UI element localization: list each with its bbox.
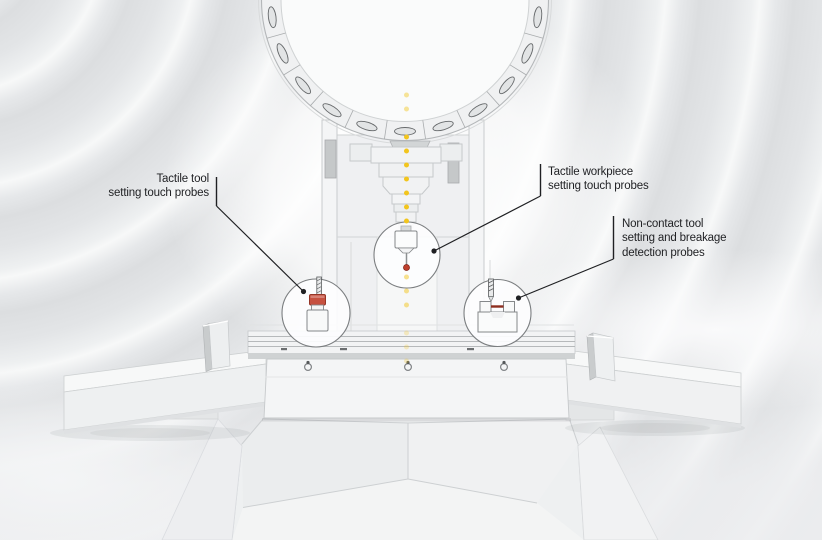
carousel-bracket-right bbox=[447, 142, 460, 184]
label-line: Tactile workpiece bbox=[548, 166, 634, 178]
label-line: setting and breakage bbox=[622, 232, 727, 245]
spindle-head bbox=[349, 143, 463, 229]
carousel-segment-lines bbox=[266, 32, 544, 140]
table-apron bbox=[263, 358, 570, 419]
carousel-bracket-left bbox=[324, 139, 337, 179]
label-non-contact-tool-setting: Non-contact tool setting and breakage de… bbox=[622, 217, 792, 260]
machine-table bbox=[247, 330, 576, 419]
callout-laser-probe bbox=[463, 278, 532, 348]
leader-line-workpiece bbox=[433, 195, 541, 252]
label-line: setting touch probes bbox=[108, 187, 209, 200]
leader-dots bbox=[300, 248, 522, 301]
callout-tool-setting-probe bbox=[281, 276, 351, 348]
leader-lines bbox=[215, 164, 615, 301]
leader-line-tool-setting bbox=[216, 205, 304, 292]
tool-setting-probe bbox=[306, 294, 329, 332]
label-tactile-workpiece-setting: Tactile workpiece setting touch probes bbox=[548, 165, 708, 194]
label-line: setting touch probes bbox=[548, 180, 649, 193]
leader-line-non-contact bbox=[518, 258, 614, 299]
table-slot-band bbox=[248, 353, 575, 359]
drill-bit-icon bbox=[316, 276, 322, 296]
drill-bit-icon bbox=[487, 278, 495, 303]
laser-tool-setting-probe bbox=[477, 301, 518, 333]
spindle-touch-probe bbox=[394, 225, 418, 271]
wing-fin-left bbox=[208, 320, 231, 370]
wing-fin-right bbox=[592, 332, 616, 382]
stylus-ball bbox=[403, 264, 410, 271]
tool-carousel bbox=[258, 0, 552, 155]
machine-base bbox=[161, 403, 659, 540]
label-line: Non-contact tool bbox=[622, 218, 704, 230]
label-line: Tactile tool bbox=[156, 173, 209, 185]
label-line: detection probes bbox=[622, 246, 705, 259]
label-tactile-tool-setting: Tactile tool setting touch probes bbox=[69, 172, 209, 201]
table-wing-left bbox=[63, 320, 267, 434]
carousel-tool-pockets bbox=[267, 6, 543, 136]
table-wing-right bbox=[565, 332, 742, 428]
table-eye-bolts bbox=[304, 360, 509, 372]
wing-shadows bbox=[50, 420, 745, 441]
